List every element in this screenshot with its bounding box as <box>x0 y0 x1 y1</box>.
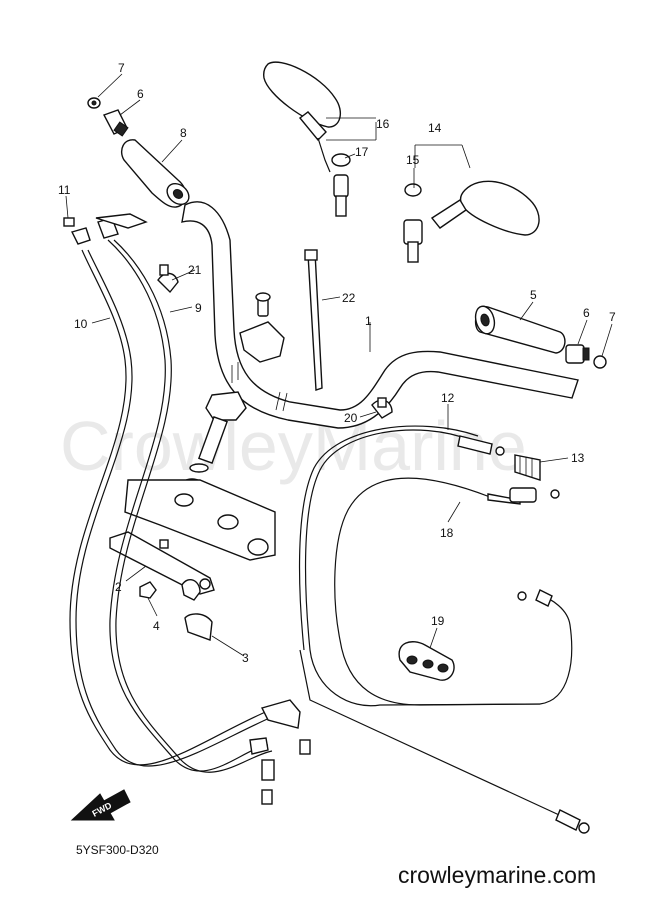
callout-8: 8 <box>180 126 187 140</box>
callout-15: 15 <box>406 153 420 167</box>
callout-19: 19 <box>431 614 445 628</box>
diagram-code: 5YSF300-D320 <box>76 843 159 857</box>
callout-9: 9 <box>195 301 202 315</box>
callout-6-right: 6 <box>583 306 590 320</box>
callout-17: 17 <box>355 145 369 159</box>
cable-holder <box>398 641 455 681</box>
callout-22: 22 <box>342 291 356 305</box>
left-grip <box>120 139 190 208</box>
site-footer[interactable]: crowleymarine.com <box>398 862 596 888</box>
leader-lines <box>65 73 613 657</box>
cable-boot <box>514 454 541 481</box>
callout-3: 3 <box>242 651 249 665</box>
right-grip <box>474 305 566 354</box>
left-bar-end <box>103 109 129 137</box>
right-bar-end <box>565 344 590 364</box>
callout-1: 1 <box>365 314 372 328</box>
banjo-bolt <box>63 213 148 229</box>
callout-2: 2 <box>115 580 122 594</box>
nut <box>139 581 157 599</box>
callout-6-left: 6 <box>137 87 144 101</box>
clamp-21 <box>157 264 179 294</box>
cable-clamp-lower <box>181 578 213 641</box>
callout-12: 12 <box>441 391 455 405</box>
callout-5: 5 <box>530 288 537 302</box>
callout-13: 13 <box>571 451 585 465</box>
cable-tie <box>304 249 323 391</box>
fwd-arrow-icon: FWD <box>70 789 131 821</box>
callout-11: 11 <box>58 183 71 197</box>
brake-hoses <box>69 217 311 805</box>
callout-21: 21 <box>188 263 202 277</box>
callout-10: 10 <box>74 317 88 331</box>
callout-4: 4 <box>153 619 160 633</box>
callout-labels: 7 6 8 11 21 9 10 1 22 16 17 14 15 5 6 7 … <box>58 61 616 665</box>
callout-20: 20 <box>344 411 358 425</box>
right-washer <box>593 355 607 369</box>
right-mirror <box>403 180 540 263</box>
bracket <box>109 531 215 595</box>
clamp-20 <box>371 397 393 419</box>
handlebar-holder-upper <box>239 292 285 363</box>
callout-7-right: 7 <box>609 310 616 324</box>
callout-16: 16 <box>376 117 390 131</box>
handlebar <box>181 201 579 429</box>
left-mirror <box>263 61 351 217</box>
throttle-cables <box>298 425 590 834</box>
callout-18: 18 <box>440 526 454 540</box>
callout-7-left: 7 <box>118 61 125 75</box>
callout-14: 14 <box>428 121 442 135</box>
